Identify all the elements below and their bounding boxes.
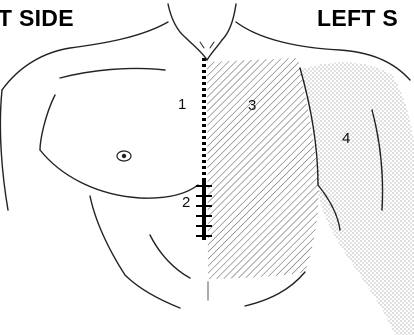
- left-side-label: LEFT S: [317, 5, 398, 31]
- right-side-label: HT SIDE: [0, 5, 74, 31]
- region-3-hatch: [207, 58, 318, 279]
- nipple-mark: [117, 151, 131, 161]
- region-4-number: 4: [342, 131, 350, 147]
- region-1-number: 1: [178, 97, 186, 113]
- region-2-number: 2: [182, 195, 190, 211]
- region-3-number: 3: [248, 98, 256, 114]
